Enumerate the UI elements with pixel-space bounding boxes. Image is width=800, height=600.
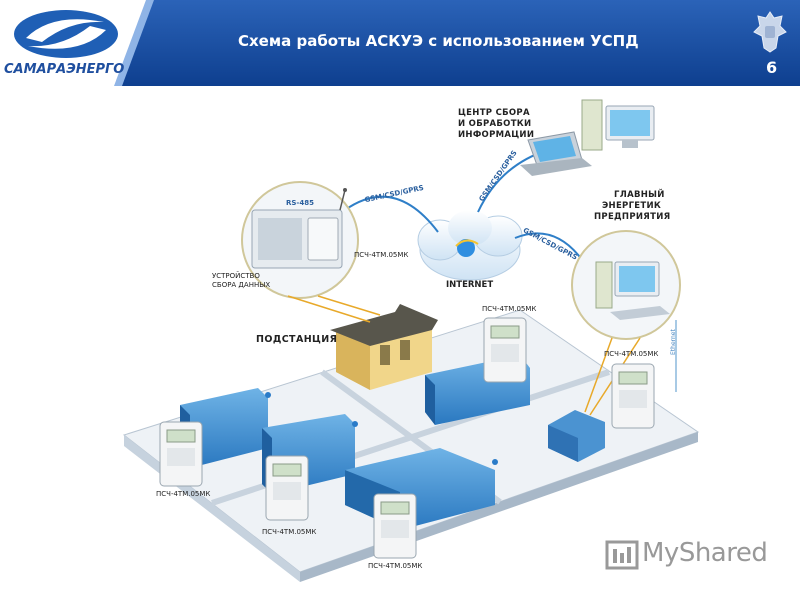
info-center-line: ЦЕНТР СБОРА — [458, 108, 530, 118]
info-center-line: И ОБРАБОТКИ — [458, 119, 532, 129]
data-collector-device — [241, 181, 359, 299]
meter-label: ПСЧ-4ТМ.05МК — [482, 305, 537, 313]
information-center-computer — [520, 99, 655, 176]
meter — [159, 421, 203, 487]
rs485-label: RS-485 — [286, 199, 314, 207]
meter-label: ПСЧ-4ТМ.05МК — [368, 562, 423, 570]
header-band — [114, 0, 800, 86]
slide-title: Схема работы АСКУЭ с использованием УСПД — [238, 32, 639, 50]
logo-text: САМАРАЭНЕРГО — [4, 62, 125, 77]
collector-device-line: СБОРА ДАННЫХ — [212, 281, 271, 289]
internet-label: INTERNET — [446, 280, 494, 290]
collector-device-line: УСТРОЙСТВО — [212, 272, 260, 280]
meter — [373, 493, 417, 559]
meter-label: ПСЧ-4ТМ.05МК — [156, 490, 211, 498]
slide-number: 6 — [766, 58, 778, 77]
main-engineer-line: ЭНЕРГЕТИК — [602, 201, 662, 211]
samaraenergo-logo — [14, 10, 118, 58]
myshared-logo-icon — [605, 540, 639, 570]
slide-header: САМАРАЭНЕРГО Схема работы АСКУЭ с исполь… — [0, 0, 800, 86]
coat-of-arms-icon — [753, 11, 787, 53]
info-center-line: ИНФОРМАЦИИ — [458, 130, 535, 140]
main-engineer-line: ПРЕДПРИЯТИЯ — [594, 212, 671, 222]
substation-building — [330, 304, 438, 390]
meter-label: ПСЧ-4ТМ.05МК — [262, 528, 317, 536]
main-engineer-line: ГЛАВНЫЙ — [614, 190, 665, 200]
meter — [265, 455, 309, 521]
ethernet-label: Ethernet — [670, 329, 677, 355]
meter — [483, 317, 527, 383]
substation-label: ПОДСТАНЦИЯ — [256, 334, 338, 345]
meter-label: ПСЧ-4ТМ.05МК — [604, 350, 659, 358]
electricity-meters — [159, 317, 655, 559]
meter — [611, 363, 655, 429]
main-engineer-label: ГЛАВНЫЙ ЭНЕРГЕТИК ПРЕДПРИЯТИЯ — [594, 190, 670, 223]
main-engineer-workstation — [571, 230, 681, 392]
collector-device-label: УСТРОЙСТВО СБОРА ДАННЫХ — [212, 272, 270, 290]
watermark-text: MyShared — [642, 538, 768, 568]
meter-label: ПСЧ-4ТМ.05МК — [354, 251, 409, 259]
internet-cloud — [417, 210, 523, 281]
info-center-label: ЦЕНТР СБОРА И ОБРАБОТКИ ИНФОРМАЦИИ — [458, 108, 534, 141]
